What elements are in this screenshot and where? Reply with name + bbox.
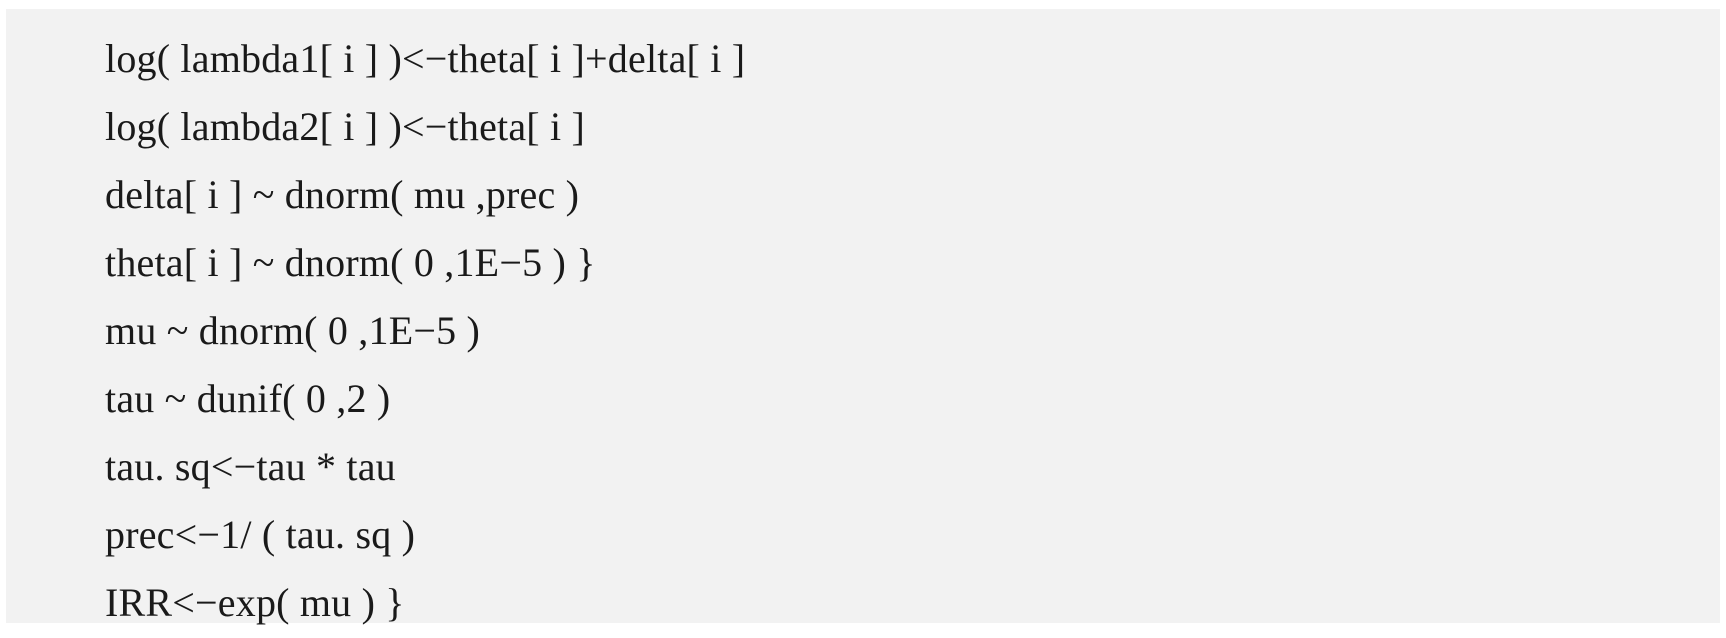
code-line-4: theta[ i ] ~ dnorm( 0 ,1E−5 ) } (105, 240, 596, 285)
code-line-3: delta[ i ] ~ dnorm( mu ,prec ) (105, 172, 580, 217)
code-line-6: tau ~ dunif( 0 ,2 ) (105, 376, 391, 421)
code-line-5: mu ~ dnorm( 0 ,1E−5 ) (105, 308, 481, 353)
code-block: log( lambda1[ i ] )<−theta[ i ]+delta[ i… (6, 9, 1720, 625)
code-line-1: log( lambda1[ i ] )<−theta[ i ]+delta[ i… (105, 36, 746, 81)
code-lines: log( lambda1[ i ] )<−theta[ i ]+delta[ i… (105, 25, 745, 637)
code-line-9: IRR<−exp( mu ) } (105, 580, 405, 625)
code-line-2: log( lambda2[ i ] )<−theta[ i ] (105, 104, 586, 149)
code-line-7: tau. sq<−tau * tau (105, 444, 396, 489)
code-line-8: prec<−1/ ( tau. sq ) (105, 512, 416, 557)
